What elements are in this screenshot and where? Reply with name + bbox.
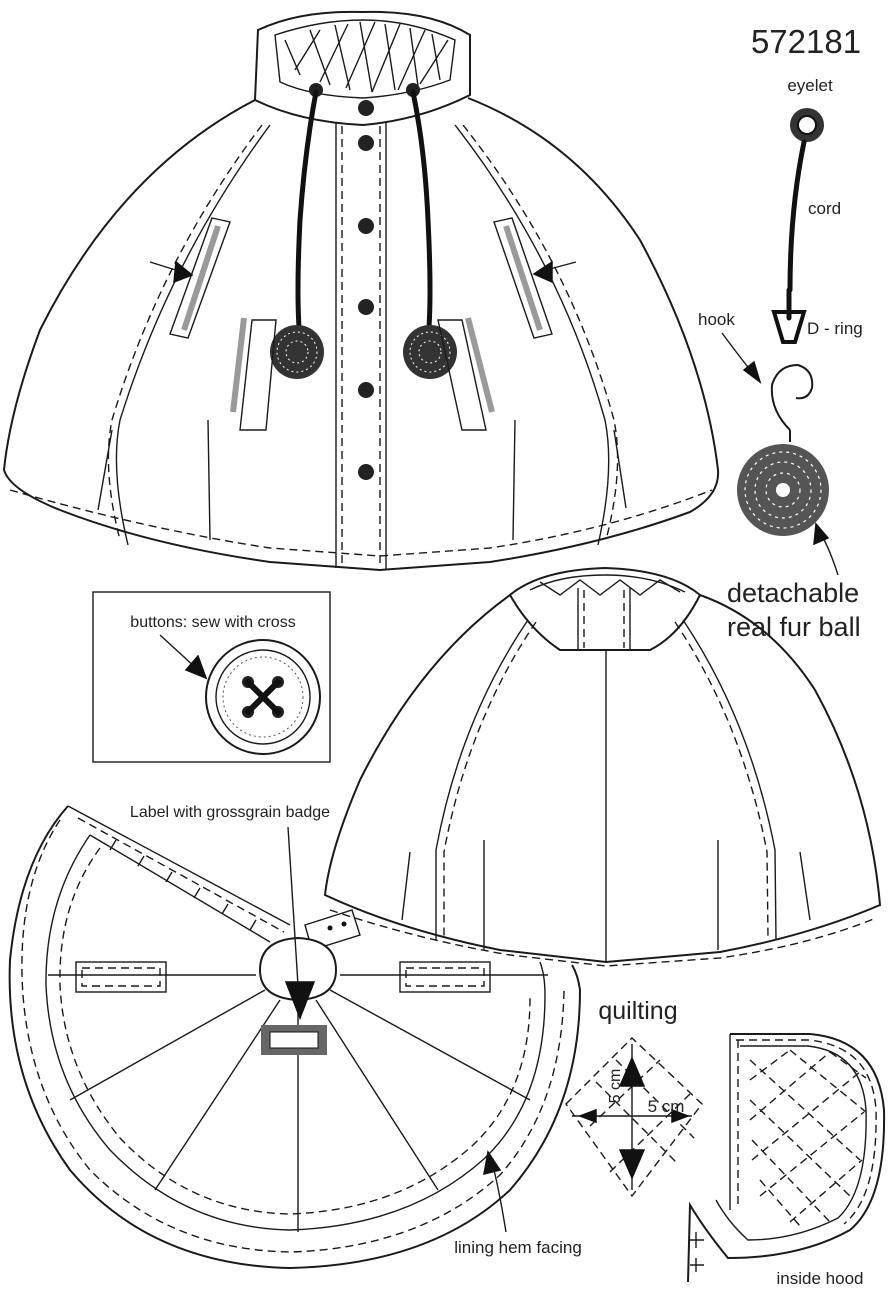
cape-front-view [2, 10, 720, 572]
button-cross-icon [205, 639, 321, 755]
eyelet-icon [790, 108, 824, 142]
fur-label-line2: real fur ball [727, 612, 861, 642]
cape-back-view [323, 566, 882, 967]
quilting-dim-vertical: 5 cm [607, 1069, 624, 1104]
buttons-label: buttons: sew with cross [130, 614, 295, 631]
fur-ball-right-icon [403, 325, 457, 379]
welt-pocket-left [149, 217, 231, 339]
d-ring-icon [771, 287, 807, 344]
fur-ball-icon [737, 444, 829, 536]
hook-icon [770, 363, 814, 442]
front-buttons [358, 100, 374, 480]
quilting-detail: quilting 5 cm 5 cm [565, 997, 703, 1198]
quilting-dim-horizontal: 5 cm [648, 1097, 685, 1116]
quilting-label: quilting [598, 997, 677, 1025]
button-detail: buttons: sew with cross [92, 591, 331, 763]
d-ring-label: D - ring [807, 319, 863, 338]
label-badge-icon [261, 1025, 327, 1055]
hook-label: hook [698, 310, 735, 329]
hook-fur-detail: hook detachable real fur ball [698, 310, 861, 642]
lining-view: Label with grossgrain badge lining hem f… [8, 804, 582, 1270]
inside-hood-label: inside hood [777, 1269, 864, 1288]
cord-label: cord [808, 199, 841, 218]
eyelet-label: eyelet [787, 76, 833, 95]
label-badge-text: Label with grossgrain badge [130, 804, 330, 821]
article-number: 572181 [751, 23, 861, 60]
pocket-right [437, 317, 495, 431]
welt-pocket-right [493, 217, 577, 339]
fur-ball-left-icon [270, 325, 324, 379]
cord-detail: eyelet cord D - ring [771, 76, 863, 344]
lining-hem-label: lining hem facing [454, 1238, 582, 1257]
fur-label-line1: detachable [727, 578, 859, 608]
inside-hood-detail: inside hood [687, 1033, 886, 1288]
pocket-left [230, 317, 277, 431]
